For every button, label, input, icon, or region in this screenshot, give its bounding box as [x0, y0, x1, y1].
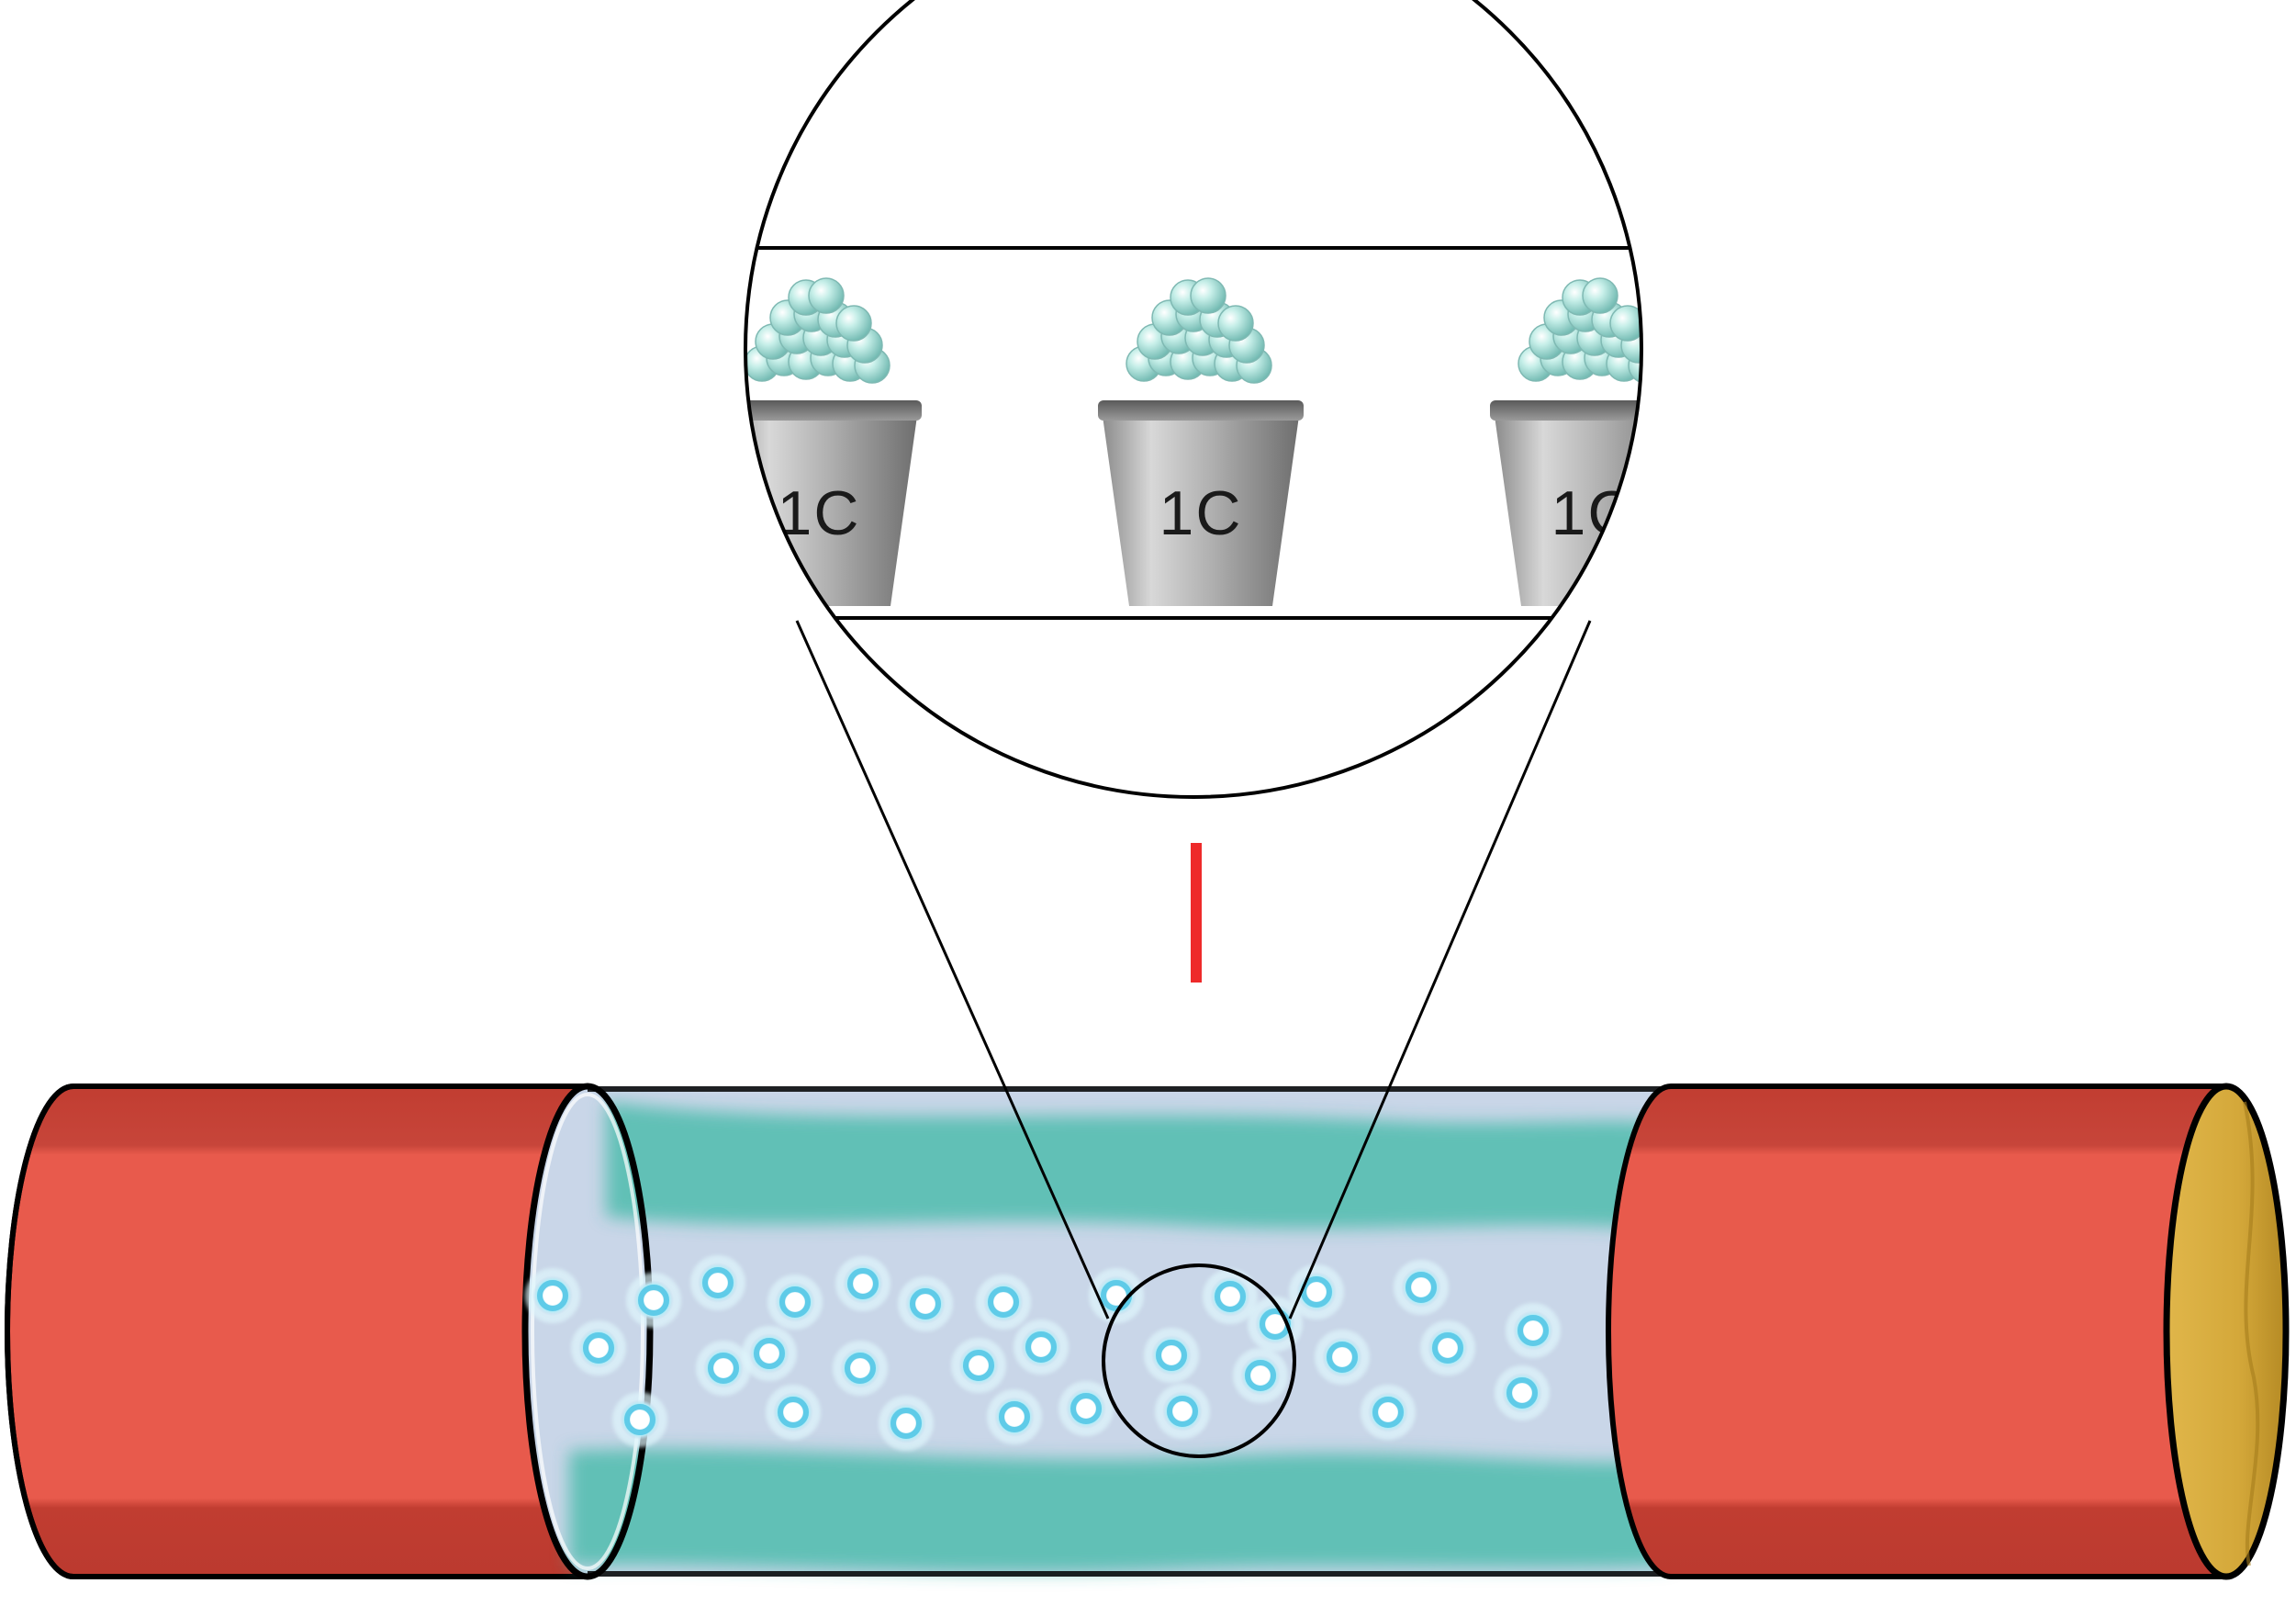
charge-particle-ring — [1301, 1276, 1332, 1308]
charge-particle-ring — [1372, 1397, 1404, 1428]
charge-particle-ring — [910, 1288, 941, 1319]
charge-particle-ring — [1215, 1281, 1246, 1312]
charge-particle-ring — [638, 1285, 669, 1316]
wire-core-end — [2163, 1083, 2290, 1580]
charge-particle-ring — [845, 1353, 876, 1384]
charge-particle-ring — [624, 1404, 655, 1435]
bucket-charge — [1217, 305, 1254, 342]
charge-particle-ring — [1156, 1340, 1187, 1371]
current-marker — [1191, 843, 1202, 983]
right-insulation — [1606, 1084, 2229, 1579]
charge-particle-ring — [1518, 1315, 1549, 1346]
bucket-rim — [1490, 400, 1641, 421]
charge-particle-ring — [778, 1397, 809, 1428]
charge-particle-ring — [702, 1267, 734, 1298]
bucket-label: 1C — [1159, 478, 1243, 548]
focus-circle — [1102, 1263, 1296, 1458]
bucket-charge — [835, 305, 872, 342]
charge-particle-ring — [708, 1353, 739, 1384]
charge-particle-ring — [1025, 1331, 1057, 1363]
zoom-lines — [795, 620, 1592, 1319]
magnifier-circle: 1C 1C 1C — [744, 0, 1643, 799]
charge-particle-ring — [779, 1286, 811, 1318]
charge-particle-ring — [988, 1286, 1019, 1318]
bucket-charge — [1190, 277, 1226, 314]
charge-bucket: 1C — [1490, 277, 1641, 606]
left-end-edge — [5, 1084, 74, 1579]
charge-particle-ring — [583, 1332, 614, 1364]
conductor-bands — [569, 1102, 1671, 1573]
bucket-body — [1102, 410, 1300, 606]
charge-particle-ring — [999, 1401, 1030, 1432]
charge-particle-ring — [1406, 1272, 1437, 1303]
charge-particle-ring — [847, 1268, 879, 1299]
bucket-body — [1494, 410, 1641, 606]
charge-bucket: 1C — [1098, 277, 1304, 606]
charge-particle-ring — [1167, 1396, 1198, 1427]
charge-particle-ring — [1506, 1377, 1538, 1409]
left-insulation — [5, 1084, 590, 1579]
bucket-rim — [745, 400, 922, 421]
charge-particle-ring — [963, 1350, 994, 1381]
bucket-charge — [808, 277, 845, 314]
bucket-charge — [1582, 277, 1618, 314]
charge-particle-ring — [890, 1408, 922, 1439]
charge-particle-ring — [1432, 1332, 1463, 1364]
charge-particle-ring — [1327, 1342, 1358, 1373]
charge-buckets: 1C 1C 1C — [745, 277, 1641, 606]
bucket-rim — [1098, 400, 1304, 421]
charge-particle-ring — [537, 1280, 568, 1311]
charge-particle-ring — [1070, 1393, 1102, 1424]
charge-particles — [525, 1255, 1561, 1451]
charge-particle-ring — [754, 1338, 785, 1369]
bucket-charge — [1609, 305, 1641, 342]
exposed-conductor — [521, 1083, 1671, 1580]
bucket-label: 1C — [1551, 478, 1635, 548]
bucket-label: 1C — [778, 478, 861, 548]
charge-particle-ring — [1245, 1360, 1276, 1391]
wire — [5, 1083, 2290, 1580]
